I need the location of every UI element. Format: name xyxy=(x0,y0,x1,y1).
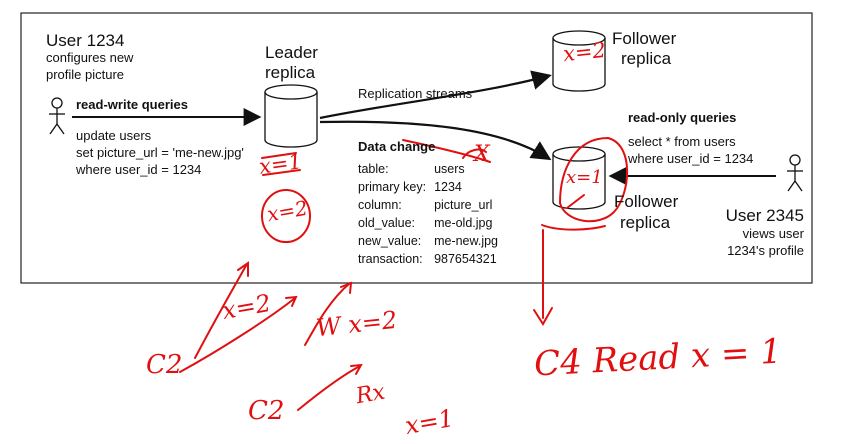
replication-streams-label: Replication streams xyxy=(358,86,473,101)
data-change-value: picture_url xyxy=(434,198,493,212)
write-sql-line1: update users xyxy=(76,128,152,143)
user-1234-figure-icon xyxy=(49,97,65,135)
data-change-value: 987654321 xyxy=(434,252,497,266)
user-2345-desc-line2: 1234's profile xyxy=(727,243,804,258)
data-change-key: transaction: xyxy=(358,252,423,266)
replication-arrow-bottom xyxy=(319,120,552,161)
user-2345-figure-icon xyxy=(787,154,803,192)
c-bottom-annotation: C2 xyxy=(248,396,285,426)
user-2345-name: User 2345 xyxy=(725,206,804,225)
follower-bottom-label-line1: Follower xyxy=(614,192,679,211)
user-1234-name: User 1234 xyxy=(46,31,125,50)
data-change-value: users xyxy=(434,162,465,176)
annotation-strokes xyxy=(179,136,629,411)
data-change-row: new_value: me-new.jpg xyxy=(358,232,506,250)
data-change-title: Data change xyxy=(358,139,436,154)
data-change-row: transaction: 987654321 xyxy=(358,250,506,268)
follower-bottom-annotation: x=1 xyxy=(566,167,603,188)
data-change-row: primary key: 1234 xyxy=(358,178,506,196)
read-sql-line1: select * from users xyxy=(628,134,736,149)
read-rx-annotation: Rx xyxy=(354,379,387,410)
data-change-key: table: xyxy=(358,162,389,176)
diagram-frame xyxy=(20,12,813,284)
read-write-queries-label: read-write queries xyxy=(76,97,188,112)
follower-top-annotation: x=2 xyxy=(561,37,607,67)
data-change-value: me-old.jpg xyxy=(434,216,493,230)
user-2345-desc-line1: views user xyxy=(742,226,804,241)
data-change-value: 1234 xyxy=(434,180,462,194)
data-change-key: new_value: xyxy=(358,234,422,248)
stream-x-annotation: X xyxy=(474,142,490,167)
leader-database-icon xyxy=(264,84,318,148)
data-change-value: me-new.jpg xyxy=(434,234,499,248)
data-change-table: table: users primary key: 1234 column: pictur… xyxy=(358,160,506,268)
read-sql-line2: where user_id = 1234 xyxy=(628,151,754,166)
leader-label-line2: replica xyxy=(265,63,316,82)
follower-top-label-line1: Follower xyxy=(612,29,677,48)
data-change-key: old_value: xyxy=(358,216,415,230)
read-only-queries-label: read-only queries xyxy=(628,110,737,125)
follower-top-database-icon xyxy=(552,30,606,92)
data-change-row: table: users xyxy=(358,160,506,178)
c2-annotation: C2 xyxy=(146,350,183,380)
follower-top-label-line2: replica xyxy=(621,49,672,68)
user-1234-desc-line2: profile picture xyxy=(46,67,125,82)
data-change-key: column: xyxy=(358,198,402,212)
data-change-row: column: picture_url xyxy=(358,196,506,214)
write-sql-line3: where user_id = 1234 xyxy=(76,162,202,177)
follower-bottom-label-line2: replica xyxy=(620,213,671,232)
write-sql-line2: set picture_url = 'me-new.jpg' xyxy=(76,145,244,160)
data-change-key: primary key: xyxy=(358,180,427,194)
data-change-row: old_value: me-old.jpg xyxy=(358,214,506,232)
user-1234-desc-line1: configures new xyxy=(46,50,134,65)
leader-label-line1: Leader xyxy=(265,43,318,62)
replication-arrow-top xyxy=(319,70,552,120)
